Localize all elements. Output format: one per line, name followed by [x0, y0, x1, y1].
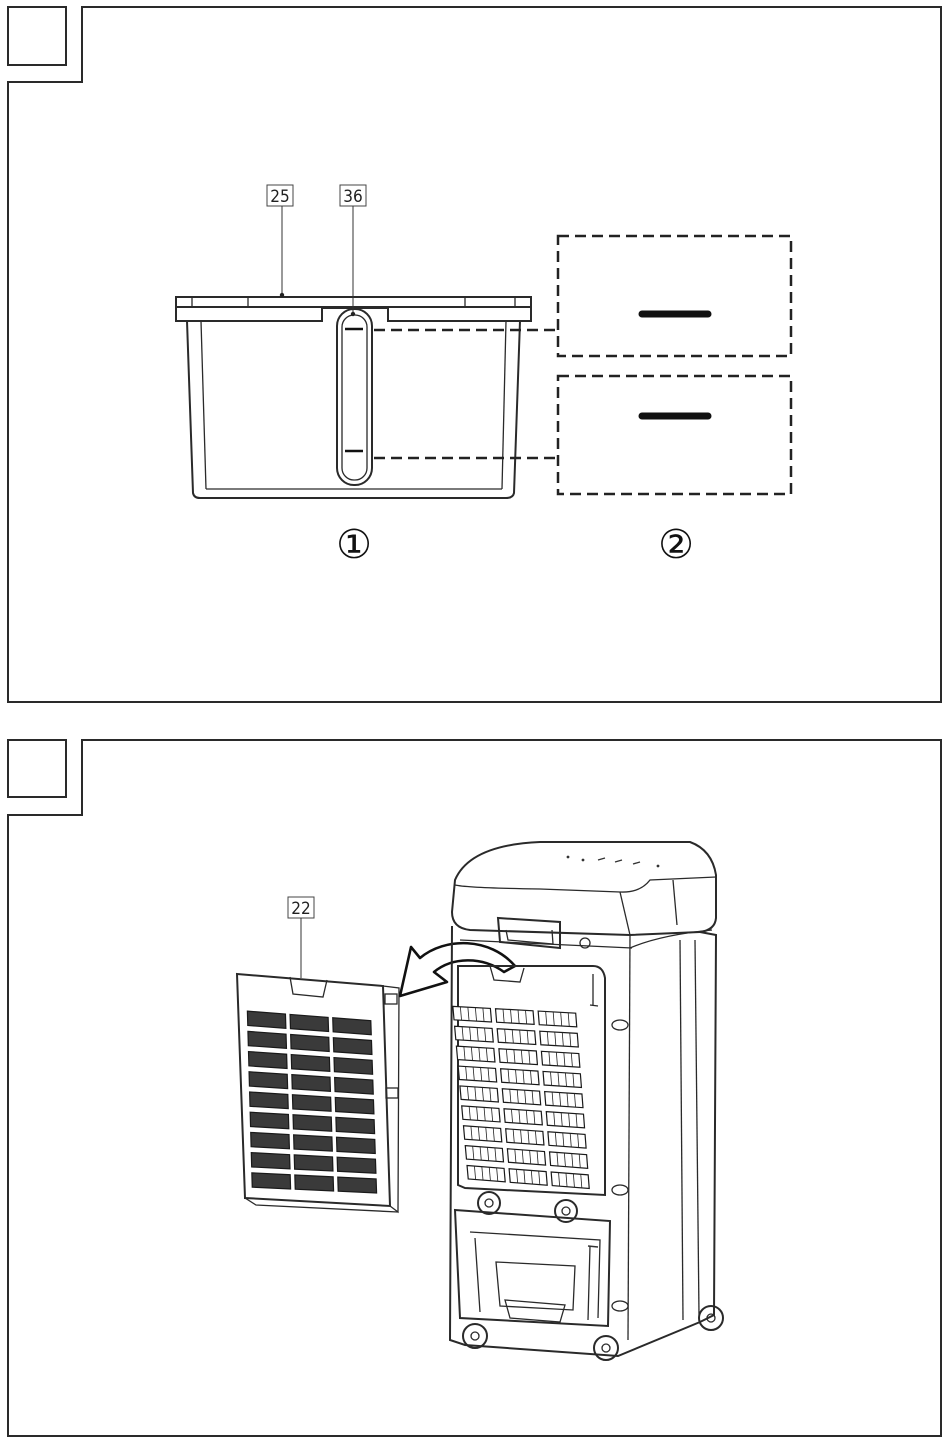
grid-cell [335, 1097, 374, 1113]
panel-top-number-box [8, 7, 66, 65]
grid-cell [251, 1153, 290, 1169]
grid-cell [294, 1155, 333, 1171]
grid-cell [249, 1052, 288, 1069]
grid-cell [337, 1157, 376, 1173]
grid-cell [551, 1172, 589, 1189]
grid-cell [248, 1031, 287, 1048]
grid-cell [499, 1049, 538, 1065]
grid-cell [501, 1069, 539, 1085]
grid-cell [507, 1149, 545, 1165]
grid-cell [456, 1046, 495, 1062]
grid-cell [336, 1117, 375, 1133]
grid-cell [509, 1169, 547, 1185]
grid-cell [455, 1026, 494, 1042]
grid-cell [463, 1126, 501, 1142]
grid-cell [550, 1152, 588, 1168]
detail-box-min [558, 376, 791, 494]
water-tank [176, 293, 531, 498]
grid-cell [338, 1177, 377, 1193]
grid-cell [506, 1129, 544, 1145]
grid-cell [251, 1132, 290, 1148]
grid-cell [247, 1011, 285, 1028]
grid-cell [334, 1058, 373, 1075]
grid-cell [545, 1092, 583, 1108]
grid-cell [292, 1075, 331, 1092]
grid-cell [333, 1038, 372, 1055]
grid-cell [496, 1009, 535, 1025]
detail-box-max [558, 236, 791, 356]
panel-bottom: 22 [8, 740, 941, 1436]
grid-cell [291, 1035, 330, 1052]
grid-cell [543, 1071, 581, 1087]
grid-cell [548, 1132, 586, 1148]
grid-cell [294, 1135, 333, 1151]
grid-cell [249, 1072, 288, 1089]
grid-cell [462, 1106, 500, 1122]
callout-36: 36 [343, 187, 362, 207]
tank-drawer [455, 1210, 610, 1326]
step-2-marker: ② [658, 522, 694, 568]
grid-cell [293, 1115, 332, 1131]
grid-cell [292, 1095, 331, 1112]
panel-top-frame [8, 7, 941, 702]
grid-cell [458, 1066, 496, 1082]
grid-cell [295, 1175, 334, 1191]
grid-cell [502, 1089, 540, 1105]
callout-22: 22 [291, 899, 310, 919]
wheels [463, 1306, 723, 1360]
rear-grille-grid [453, 1006, 589, 1188]
grid-cell [538, 1011, 577, 1027]
grid-cell [250, 1092, 289, 1109]
filter-mesh-grid [247, 1011, 376, 1193]
grid-cell [504, 1109, 542, 1125]
grid-cell [541, 1051, 579, 1067]
panel-top: 25 36 ① ② [8, 7, 941, 702]
grid-cell [497, 1029, 536, 1045]
grid-cell [291, 1055, 330, 1072]
grid-cell [453, 1006, 492, 1022]
callout-25: 25 [270, 187, 289, 207]
grid-cell [290, 1014, 329, 1031]
grid-cell [252, 1173, 291, 1189]
step-1-marker: ① [336, 522, 372, 568]
grid-cell [250, 1112, 289, 1129]
grid-cell [467, 1166, 505, 1182]
grid-cell [460, 1086, 498, 1102]
grid-cell [465, 1146, 503, 1162]
air-cooler [450, 842, 723, 1360]
grid-cell [540, 1031, 579, 1047]
grid-cell [546, 1112, 584, 1128]
grid-cell [333, 1018, 372, 1035]
grid-cell [335, 1078, 374, 1095]
filter-panel [237, 974, 399, 1212]
grid-cell [337, 1137, 376, 1153]
panel-bottom-number-box [8, 740, 66, 797]
